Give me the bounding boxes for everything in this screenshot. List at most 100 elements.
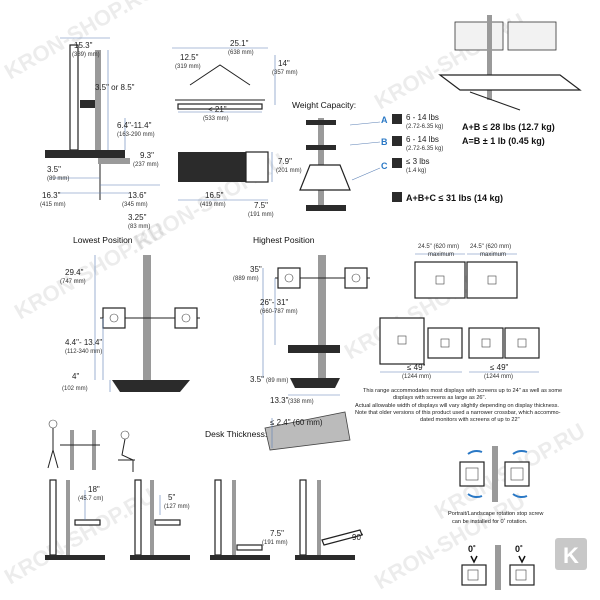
dim-label: (191 mm) <box>248 212 274 218</box>
dim-label: 12.5" <box>180 53 199 62</box>
dim-label: 24.5" (620 mm) <box>470 244 511 250</box>
rotation-degree: 0˚ <box>515 544 523 554</box>
dim-label: 9.3" <box>140 151 154 160</box>
arrow-down-icon <box>518 555 526 564</box>
dim-label: 35" <box>250 265 262 274</box>
dim-label: (357 mm) <box>272 70 298 76</box>
dim-label: 16.5" <box>205 191 224 200</box>
highest-position-diagram <box>262 255 370 396</box>
dim-label: 3.5" or 8.5" <box>95 83 135 92</box>
weight-ab-sum: A+B ≤ 28 lbs (12.7 kg) <box>462 122 555 132</box>
dim-label: maximum <box>428 252 454 258</box>
dim-label: ≤ 49" <box>407 363 426 372</box>
monitor-mount <box>344 267 368 289</box>
dim-label: 90˚ <box>352 533 364 542</box>
dim-label: 4" <box>72 372 79 381</box>
monitor-left <box>454 21 504 51</box>
label-a: A <box>381 115 388 125</box>
dim-label: 15.3" <box>74 41 93 50</box>
weight-title: Weight Capacity: <box>292 100 356 110</box>
dim-label: (419 mm) <box>200 202 226 208</box>
dim-label: 13.6" <box>128 191 147 200</box>
arrow-down-icon <box>470 555 478 564</box>
rotation-caption: can be installed for 0˚ rotation. <box>452 518 528 525</box>
display-box <box>466 261 518 299</box>
desk-thickness-diagram <box>264 411 351 451</box>
weight-icon <box>392 114 402 124</box>
weight-a-metric: (2.72-6.35 kg) <box>406 124 443 130</box>
mast <box>318 118 324 208</box>
mast <box>487 15 492 100</box>
weight-icon <box>392 136 402 146</box>
keyboard-tray <box>438 74 582 91</box>
dim-label: (89 mm) <box>266 378 288 384</box>
dim-label: 13.3" <box>270 396 289 405</box>
rotation-caption: Portrait/Landscape rotation stop screw <box>448 511 544 517</box>
highest-title: Highest Position <box>253 235 315 245</box>
work-surface <box>288 345 340 353</box>
dim-label: (112-340 mm) <box>65 349 102 355</box>
dim-label: (319 mm) <box>175 64 201 70</box>
brand-logo: K <box>555 538 587 570</box>
monitor-mount <box>277 267 301 289</box>
weight-abc: A+B+C ≤ 31 lbs (14 kg) <box>406 193 503 203</box>
display-note-line: This range accommodates most displays wi… <box>363 388 562 394</box>
dim-label: 24.5" (620 mm) <box>418 244 459 250</box>
dim-label: 6.4"-11.4" <box>117 121 152 130</box>
keyboard-tray <box>98 158 130 164</box>
weight-b-metric: (2.72-6.35 kg) <box>406 146 443 152</box>
monitor-mount <box>174 307 198 329</box>
dim-label: < 21" <box>208 105 227 114</box>
weight-icon <box>392 192 402 202</box>
dim-label: 26"- 31" <box>260 298 289 307</box>
dim-label: 3.5" <box>47 165 61 174</box>
dim-label: 14" <box>278 59 290 68</box>
rotate-arrow-icon <box>512 449 528 455</box>
dim-label: (1244 mm) <box>484 374 513 380</box>
lowest-title: Lowest Position <box>73 235 133 245</box>
dim-label: (660-787 mm) <box>260 309 298 315</box>
dim-label: 4.4"- 13.4" <box>65 338 102 347</box>
tray-adjust-sequence <box>45 479 363 560</box>
display-box <box>427 327 463 359</box>
product-illustration <box>438 15 582 111</box>
dim-label: (191 mm) <box>262 540 288 546</box>
weight-b: 6 - 14 lbs <box>406 135 439 144</box>
desk-surface <box>45 150 125 158</box>
side-view-diagram <box>45 37 160 200</box>
dim-label: (338 mm) <box>288 399 314 405</box>
label-b: B <box>381 137 388 147</box>
dim-label: 29.4" <box>65 268 84 277</box>
monitor-side <box>69 44 79 151</box>
display-note-line: Actual allowable width of displays will … <box>355 403 559 409</box>
dim-label: (389) mm) <box>72 52 100 58</box>
dim-label: (201 mm) <box>276 168 302 174</box>
dim-label: (127 mm) <box>164 504 190 510</box>
rotation-diagram <box>459 446 535 590</box>
work-surface <box>178 152 246 182</box>
display-note-line: displays with screens as large as 26". <box>393 395 487 401</box>
user-figures <box>47 419 135 472</box>
weight-ab-equal: A=B ± 1 lb (0.45 kg) <box>462 136 545 146</box>
dim-label: 18" <box>88 485 100 494</box>
crossbar-top <box>189 64 251 86</box>
dim-label: 5" <box>168 493 175 502</box>
display-box <box>468 327 504 359</box>
dim-label: (747 mm) <box>60 279 86 285</box>
mast <box>95 50 101 150</box>
dim-label: 25.1" <box>230 39 249 48</box>
dim-label: maximum <box>480 252 506 258</box>
mast <box>318 255 326 380</box>
desk-thickness-value: ≤ 2.4" (60 mm) <box>270 418 323 427</box>
dim-label: 3.5" <box>250 375 264 384</box>
dim-label: (89 mm) <box>47 176 69 182</box>
monitor-mount <box>102 307 126 329</box>
monitor-right <box>507 21 557 51</box>
label-c: C <box>381 161 388 171</box>
desk-thickness-title: Desk Thickness: <box>205 429 267 439</box>
weight-c-metric: (1.4 kg) <box>406 168 426 174</box>
display-note-line: Note that older versions of this product… <box>355 410 561 416</box>
display-box <box>379 317 425 365</box>
weight-icon <box>392 158 402 168</box>
